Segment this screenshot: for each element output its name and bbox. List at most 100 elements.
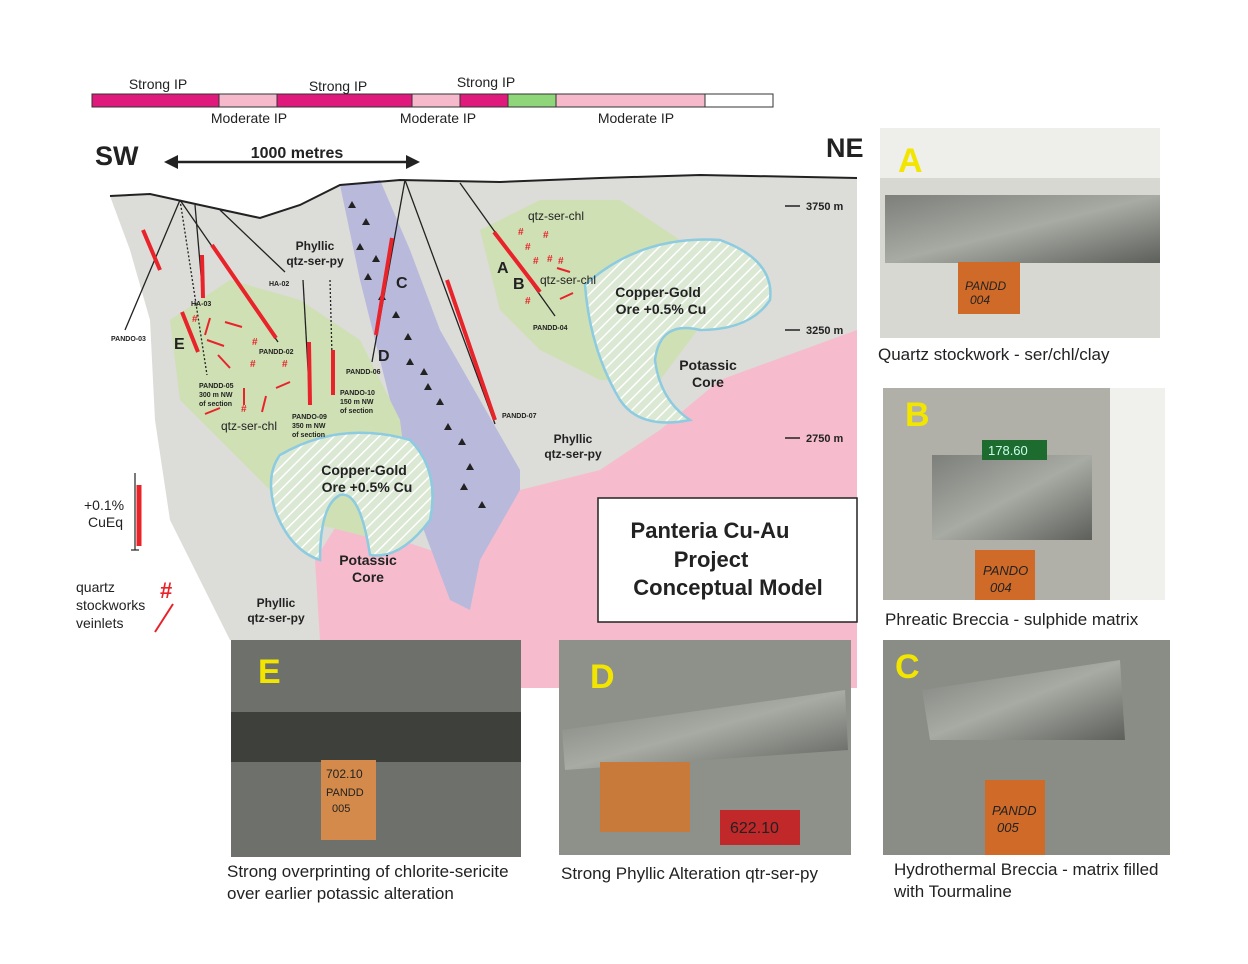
hole-label: PANDO-10 <box>340 390 375 397</box>
title-line: Project <box>674 547 749 572</box>
zone-label: qtz-ser-chl <box>221 419 277 433</box>
photo-d: 622.10 D <box>559 640 851 855</box>
svg-text:#: # <box>533 256 539 267</box>
core-tag: PANDD <box>992 803 1037 818</box>
ne-label: NE <box>826 133 864 163</box>
hole-label: HA-03 <box>191 301 211 308</box>
sw-label: SW <box>95 141 139 171</box>
hole-label: of section <box>292 432 325 439</box>
svg-text:#: # <box>518 227 524 238</box>
svg-text:#: # <box>525 242 531 253</box>
zone-label: qtz-ser-chl <box>540 273 596 287</box>
zone-label: qtz-ser-py <box>544 447 602 461</box>
photo-letter: D <box>590 658 615 696</box>
photo-letter: E <box>258 653 281 691</box>
hole-label: 350 m NW <box>292 423 326 430</box>
ore-shell-right <box>583 238 772 424</box>
core-tag: 004 <box>970 293 990 307</box>
breccia-triangles <box>348 201 486 508</box>
ore-label: Copper-Gold <box>321 462 407 478</box>
ip-label-moderate: Moderate IP <box>598 110 674 126</box>
ore-label: Ore +0.5% Cu <box>616 301 707 317</box>
ip-label-strong: Strong IP <box>309 78 367 94</box>
photo-e: 702.10 PANDD 005 E <box>231 640 521 857</box>
hole-label: PANDO-09 <box>292 414 327 421</box>
photo-letter: C <box>895 648 920 686</box>
svg-text:#: # <box>282 359 288 370</box>
hole-label: of section <box>199 401 232 408</box>
zone-label: Phyllic <box>554 432 593 446</box>
photo-caption: with Tourmaline <box>893 882 1012 901</box>
photo-a: PANDD 004 A <box>880 128 1160 338</box>
ore-label: Copper-Gold <box>615 284 701 300</box>
potassic-label: Core <box>352 569 384 585</box>
mineralized-intercepts <box>141 229 542 421</box>
sample-letter-a: A <box>497 260 509 277</box>
depth-tag: 702.10 <box>326 767 363 781</box>
photo-caption: Strong Phyllic Alteration qtr-ser-py <box>561 864 818 883</box>
zone-label: qtz-ser-chl <box>528 209 584 223</box>
title-line: Panteria Cu-Au <box>631 518 790 543</box>
photo-letter: A <box>898 142 923 180</box>
elevation-label: 3250 m <box>806 325 844 337</box>
svg-text:#: # <box>192 314 198 325</box>
veinlet-symbol <box>154 603 174 633</box>
ip-label-moderate: Moderate IP <box>211 110 287 126</box>
core-tag: PANDD <box>965 279 1006 293</box>
hole-label: PANDD-02 <box>259 349 294 356</box>
svg-text:#: # <box>250 359 256 370</box>
potassic-label: Potassic <box>679 357 737 373</box>
sample-letter-e: E <box>174 336 185 353</box>
legend: +0.1% CuEq quartz stockworks veinlets # <box>76 473 174 633</box>
svg-text:#: # <box>525 296 531 307</box>
svg-text:#: # <box>241 404 247 415</box>
zone-label: qtz-ser-py <box>286 254 344 268</box>
elevation-label: 2750 m <box>806 433 844 445</box>
hole-label: PANDD-05 <box>199 383 234 390</box>
hole-label: PANDD-06 <box>346 369 381 376</box>
hole-label: PANDD-07 <box>502 413 537 420</box>
potassic-label: Core <box>692 374 724 390</box>
topographic-surface <box>109 173 858 220</box>
ip-label-moderate: Moderate IP <box>400 110 476 126</box>
sample-letter-c: C <box>396 275 408 292</box>
zone-label: Phyllic <box>296 239 335 253</box>
hole-label: PANDD-04 <box>533 325 568 332</box>
scale-arrow <box>164 155 420 169</box>
svg-text:#: # <box>252 337 258 348</box>
zone-label: qtz-ser-py <box>247 611 305 625</box>
photo-caption: Hydrothermal Breccia - matrix filled <box>894 860 1159 879</box>
core-tag: PANDO <box>983 563 1028 578</box>
core-tag: 004 <box>990 580 1012 595</box>
legend-veinlets: quartz <box>76 579 115 595</box>
veinlet-symbols <box>204 267 574 415</box>
sample-letter-d: D <box>378 348 390 365</box>
ip-label-strong: Strong IP <box>457 74 515 90</box>
svg-text:#: # <box>558 256 564 267</box>
photo-caption: Quartz stockwork - ser/chl/clay <box>878 345 1110 364</box>
legend-veinlets: veinlets <box>76 615 123 631</box>
elevation-label: 3750 m <box>806 201 844 213</box>
photo-caption: over earlier potassic alteration <box>227 884 454 903</box>
hole-label: 300 m NW <box>199 392 233 399</box>
sample-letter-b: B <box>513 276 525 293</box>
potassic-label: Potassic <box>339 552 397 568</box>
core-tag: 005 <box>997 820 1019 835</box>
depth-tag: 622.10 <box>730 820 779 837</box>
hole-label: of section <box>340 408 373 415</box>
hole-label: HA-02 <box>269 281 289 288</box>
ip-bar: Strong IP Strong IP Strong IP Moderate I… <box>91 74 774 126</box>
stockwork-symbols: ##### ####### <box>192 227 564 415</box>
photo-caption: Strong overprinting of chlorite-sericite <box>227 862 509 881</box>
zone-label: Phyllic <box>257 596 296 610</box>
ore-label: Ore +0.5% Cu <box>322 479 413 495</box>
scale-label: 1000 metres <box>251 145 344 162</box>
photo-caption: Phreatic Breccia - sulphide matrix <box>885 610 1139 629</box>
photo-c: PANDD 005 C <box>883 640 1170 855</box>
ore-shell-left <box>269 431 434 562</box>
depth-tag: 178.60 <box>988 443 1028 458</box>
photo-b: 178.60 PANDO 004 B <box>883 388 1165 600</box>
hole-label: 150 m NW <box>340 399 374 406</box>
core-tag: 005 <box>332 803 350 815</box>
